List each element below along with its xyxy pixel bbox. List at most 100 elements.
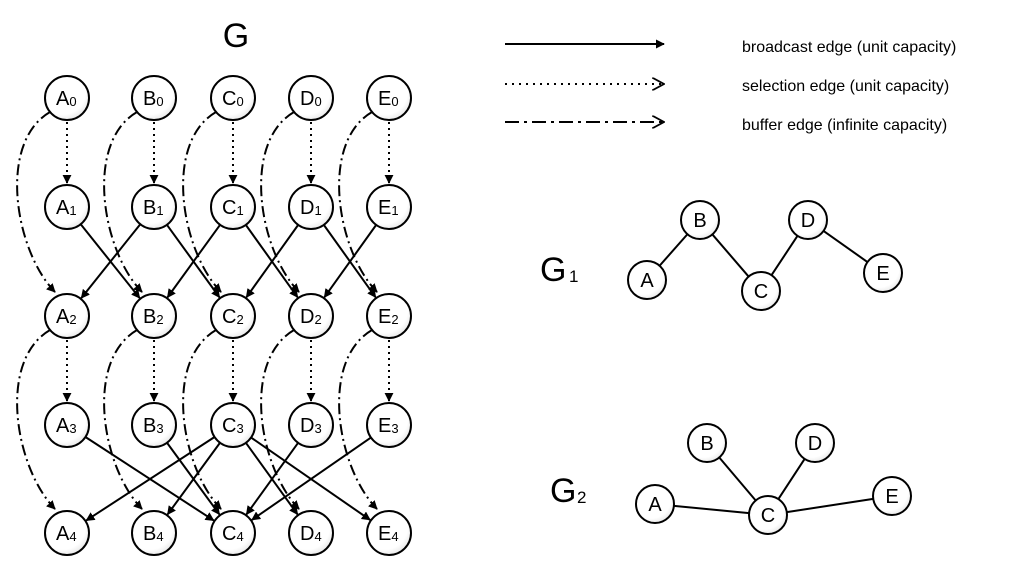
node-label: D [808,433,822,455]
node-circle [288,402,334,448]
graph-g2-subscript: 2 [577,488,586,507]
node-label: D2 [300,306,322,328]
legend: broadcast edge (unit capacity) selection… [505,39,956,134]
graph-g1-edges [658,230,869,278]
node-C3: C3 [210,402,256,448]
graph-g2-title: G [550,472,576,510]
node-circle [366,510,412,556]
legend-broadcast-label: broadcast edge (unit capacity) [742,39,956,56]
g2-node-D: D [795,423,835,463]
node-C1: C1 [210,184,256,230]
node-label: B4 [143,523,164,545]
buffer-edge-C0-C2 [182,111,222,293]
broadcast-edge-D1-C2 [245,224,300,299]
node-circle [131,293,177,339]
node-label: D [801,210,815,232]
node-label: B3 [143,415,164,437]
node-label: C [761,505,775,527]
node-label: C1 [222,197,244,219]
g2-node-B: B [687,423,727,463]
node-label: E0 [378,88,399,110]
node-circle [44,75,90,121]
node-label: A3 [56,415,77,437]
node-circle [366,184,412,230]
node-circle [741,271,781,311]
node-circle [131,75,177,121]
node-label: D3 [300,415,322,437]
node-E0: E0 [366,75,412,121]
g1-node-B: B [680,200,720,240]
graph-g1-title: G [540,251,566,289]
node-circle [366,293,412,339]
node-B0: B0 [131,75,177,121]
buffer-edge-E0-E2 [338,111,378,293]
node-circle [288,184,334,230]
buffer-edge-D2-D4 [260,329,300,510]
node-circle [872,476,912,516]
node-circle [788,200,828,240]
node-label: E3 [378,415,399,437]
node-D1: D1 [288,184,334,230]
layered-graph-nodes: A0A1A2A3A4B0B1B2B3B4C0C1C2C3C4D0D1D2D3D4… [44,75,412,556]
g2-node-E: E [872,476,912,516]
node-circle [366,75,412,121]
node-label: A2 [56,306,77,328]
node-circle [44,510,90,556]
node-label: E [876,263,889,285]
node-label: B2 [143,306,164,328]
node-E2: E2 [366,293,412,339]
node-label: D1 [300,197,322,219]
graph-g-title: G [223,17,249,55]
broadcast-edge-C3-B4 [166,442,221,516]
node-label: A1 [56,197,77,219]
node-label: E1 [378,197,399,219]
node-C2: C2 [210,293,256,339]
node-B1: B1 [131,184,177,230]
node-B2: B2 [131,293,177,339]
node-C4: C4 [210,510,256,556]
node-label: A [648,494,662,516]
g2-node-A: A [635,484,675,524]
node-D2: D2 [288,293,334,339]
node-circle [131,184,177,230]
broadcast-edge-C1-B2 [166,224,221,299]
node-label: D0 [300,88,322,110]
node-circle [210,75,256,121]
g1-node-E: E [863,253,903,293]
buffer-edge-B2-B4 [103,329,143,510]
buffer-edge-D0-D2 [260,111,300,293]
node-label: B0 [143,88,164,110]
node-circle [288,510,334,556]
node-circle [210,510,256,556]
node-circle [210,402,256,448]
node-A3: A3 [44,402,90,448]
node-label: C2 [222,306,244,328]
g1-edge-B-C [711,233,750,278]
node-circle [210,184,256,230]
g2-edge-D-C [777,458,806,500]
node-circle [288,293,334,339]
node-label: E2 [378,306,399,328]
node-E3: E3 [366,402,412,448]
node-circle [687,423,727,463]
graph-g2-label: G 2 [550,472,586,510]
node-circle [795,423,835,463]
broadcast-edge-E1-D2 [323,224,378,299]
node-B3: B3 [131,402,177,448]
node-label: C4 [222,523,244,545]
g1-node-D: D [788,200,828,240]
node-label: B [700,433,713,455]
g1-node-C: C [741,271,781,311]
node-circle [288,75,334,121]
node-label: E4 [378,523,399,545]
legend-buffer-label: buffer edge (infinite capacity) [742,117,947,134]
graph-g1-label: G 1 [540,251,578,289]
g2-edge-E-C [786,497,874,514]
node-E4: E4 [366,510,412,556]
node-D4: D4 [288,510,334,556]
node-label: A4 [56,523,77,545]
broadcast-edge-C3-A4 [85,436,216,522]
node-label: B1 [143,197,164,219]
graph-g2-edges [673,456,874,515]
